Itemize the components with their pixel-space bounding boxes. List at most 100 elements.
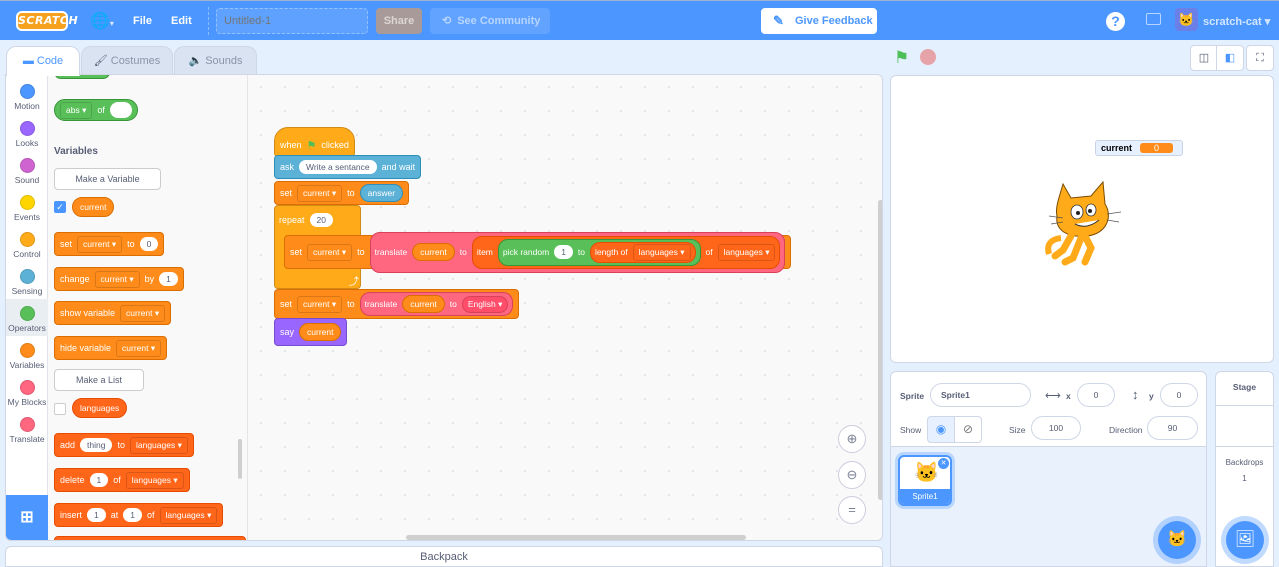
- answer-reporter[interactable]: answer: [359, 184, 404, 202]
- edit-menu[interactable]: Edit: [171, 15, 192, 27]
- set-variable-block[interactable]: setcurrentto0: [54, 232, 165, 256]
- list-dropdown[interactable]: languages: [125, 471, 184, 489]
- y-input[interactable]: [1160, 383, 1198, 407]
- normal-stage-button[interactable]: ◧: [1216, 45, 1244, 71]
- list-dropdown[interactable]: languages: [159, 506, 218, 524]
- see-community-button[interactable]: ⟲See Community: [430, 8, 550, 34]
- set-current-to-answer-block[interactable]: setcurrenttoanswer: [274, 181, 410, 205]
- index-input[interactable]: 1: [89, 473, 109, 487]
- workspace-vertical-scrollbar[interactable]: [878, 200, 882, 500]
- category-operators[interactable]: Operators: [6, 299, 48, 336]
- palette-scrollbar[interactable]: [238, 439, 242, 479]
- account-menu[interactable]: scratch-cat ▾: [1203, 16, 1271, 28]
- variable-dropdown[interactable]: current: [307, 243, 353, 261]
- variable-monitor[interactable]: current 0: [1095, 140, 1183, 156]
- variable-dropdown[interactable]: current: [94, 270, 140, 288]
- stop-button[interactable]: [920, 49, 936, 65]
- category-motion[interactable]: Motion: [6, 77, 48, 114]
- avatar[interactable]: 🐱: [1175, 8, 1198, 31]
- variable-dropdown[interactable]: current: [297, 295, 343, 313]
- green-flag-button[interactable]: ⚑: [894, 48, 909, 68]
- change-variable-block[interactable]: changecurrentby1: [54, 267, 184, 291]
- tab-code[interactable]: ▬ Code: [6, 46, 80, 76]
- language-dropdown[interactable]: English: [461, 295, 509, 313]
- zoom-reset-button[interactable]: =: [838, 496, 866, 524]
- variable-dropdown[interactable]: current: [116, 339, 162, 357]
- random-from-input[interactable]: 1: [554, 245, 573, 259]
- value-input[interactable]: 1: [159, 272, 178, 286]
- delete-sprite-button[interactable]: ✕: [938, 458, 949, 469]
- sprite-name-input[interactable]: [930, 383, 1031, 407]
- small-stage-button[interactable]: ◫: [1190, 45, 1218, 71]
- tab-costumes[interactable]: 🖌 Costumes: [81, 46, 173, 75]
- question-input[interactable]: Write a sentance: [299, 160, 377, 174]
- value-input[interactable]: 0: [139, 237, 159, 251]
- cat-sprite[interactable]: [1041, 176, 1125, 268]
- replace-list-block-partial[interactable]: [54, 536, 246, 540]
- repeat-count-input[interactable]: 20: [309, 213, 333, 227]
- stage-selector[interactable]: Stage Backdrops 1 🖼: [1215, 371, 1274, 567]
- variable-reporter-current[interactable]: current: [72, 197, 115, 217]
- direction-input[interactable]: [1147, 416, 1198, 440]
- list-checkbox[interactable]: [54, 403, 66, 415]
- fullscreen-button[interactable]: ⛶: [1246, 45, 1274, 71]
- list-dropdown[interactable]: languages: [717, 243, 776, 261]
- choose-backdrop-button[interactable]: 🖼: [1226, 521, 1264, 559]
- category-events[interactable]: Events: [6, 188, 48, 225]
- workspace-horizontal-scrollbar[interactable]: [406, 535, 746, 540]
- current-reporter[interactable]: current: [402, 295, 445, 313]
- when-flag-clicked-block[interactable]: when⚑clicked: [274, 127, 355, 157]
- variable-checkbox[interactable]: ✓: [54, 201, 66, 213]
- abs-of-block[interactable]: abs of: [54, 99, 138, 121]
- current-reporter[interactable]: current: [299, 323, 342, 341]
- help-button[interactable]: ?: [1106, 12, 1125, 31]
- share-button[interactable]: Share: [376, 8, 422, 34]
- category-looks[interactable]: Looks: [6, 114, 48, 151]
- sprite-thumbnail-sprite1[interactable]: 🐱 ✕ Sprite1: [898, 455, 952, 506]
- index-input[interactable]: 1: [123, 508, 142, 522]
- list-dropdown[interactable]: languages: [129, 436, 188, 454]
- list-dropdown[interactable]: languages: [632, 243, 691, 261]
- hide-sprite-button[interactable]: ⊘: [954, 416, 982, 443]
- category-translate[interactable]: Translate: [6, 410, 48, 447]
- give-feedback-button[interactable]: ✎ Give Feedback: [761, 8, 877, 34]
- stage-canvas[interactable]: current 0: [890, 75, 1274, 363]
- size-input[interactable]: [1031, 416, 1081, 440]
- language-menu[interactable]: 🌐▾: [90, 13, 114, 30]
- zoom-in-button[interactable]: ⊕: [838, 425, 866, 453]
- abs-dropdown[interactable]: abs: [60, 101, 93, 119]
- stage-thumbnail[interactable]: [1216, 405, 1273, 447]
- choose-sprite-button[interactable]: 🐱: [1158, 521, 1196, 559]
- backpack[interactable]: Backpack: [5, 546, 883, 567]
- zoom-out-button[interactable]: ⊖: [838, 461, 866, 489]
- my-stuff-folder-icon[interactable]: [1146, 13, 1161, 25]
- show-sprite-button[interactable]: ◉: [927, 416, 955, 443]
- make-list-button[interactable]: Make a List: [54, 369, 144, 391]
- make-variable-button[interactable]: Make a Variable: [54, 168, 161, 190]
- tab-sounds[interactable]: 🔈 Sounds: [174, 46, 257, 75]
- number-input[interactable]: [109, 102, 132, 118]
- variable-dropdown[interactable]: current: [77, 235, 123, 253]
- current-reporter[interactable]: current: [412, 243, 455, 261]
- category-variables[interactable]: Variables: [6, 336, 48, 373]
- value-input[interactable]: 1: [87, 508, 106, 522]
- category-sound[interactable]: Sound: [6, 151, 48, 188]
- file-menu[interactable]: File: [133, 15, 152, 27]
- variable-dropdown[interactable]: current: [120, 304, 166, 322]
- variable-dropdown[interactable]: current: [297, 184, 343, 202]
- list-reporter-languages[interactable]: languages: [72, 398, 128, 418]
